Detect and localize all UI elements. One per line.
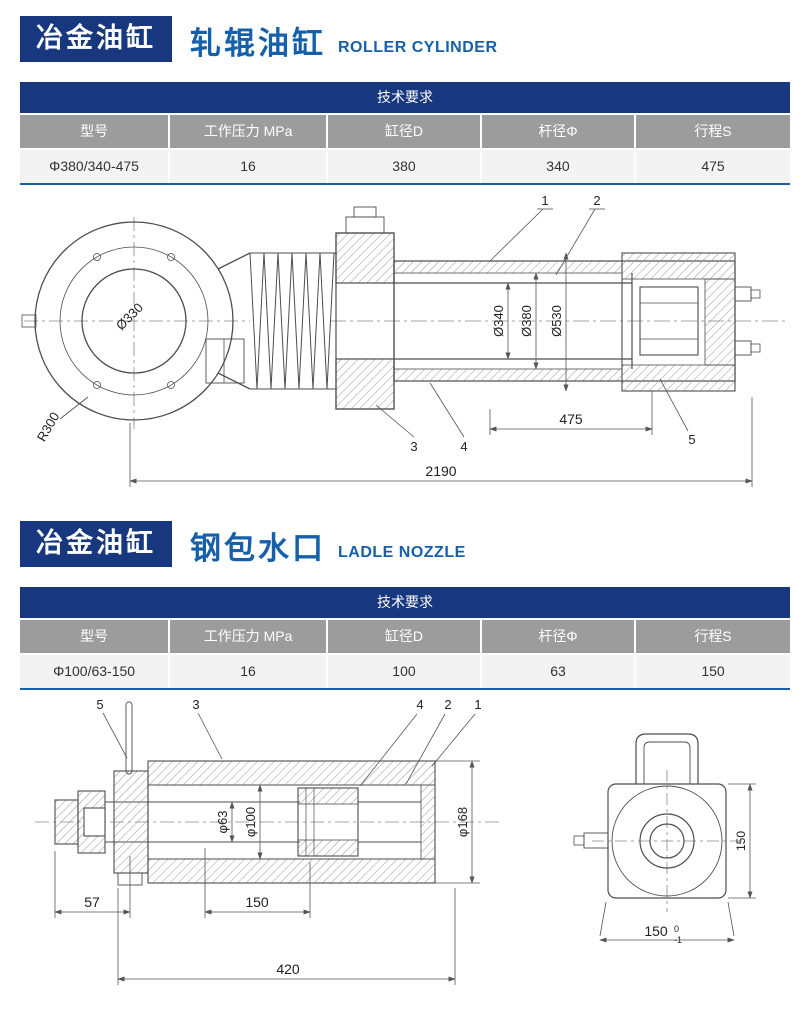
table-accent-line [20, 183, 790, 185]
dim-bore-dia: φ100 [243, 807, 258, 837]
section-header-ladle: 冶金油缸 钢包水口 LADLE NOZZLE [20, 521, 810, 567]
dim-outer-dia: Ø530 [549, 305, 564, 337]
cell-pressure: 16 [170, 655, 328, 688]
column-header-rod: 杆径Φ [481, 620, 636, 655]
callout-4: 4 [460, 439, 467, 454]
callouts: 5 3 4 2 1 [96, 697, 481, 712]
main-view [54, 701, 436, 886]
column-header-model: 型号 [20, 620, 171, 655]
cell-pressure: 16 [170, 150, 328, 183]
dim-eye-bore: Ø330 [113, 300, 146, 333]
spec-table-ladle: 技术要求 型号 工作压力 MPa 缸径D 杆径Φ 行程S Φ100/63-150… [20, 587, 790, 690]
column-header-rod: 杆径Φ [481, 115, 636, 150]
spec-table-roller: 技术要求 型号 工作压力 MPa 缸径D 杆径Φ 行程S Φ380/340-47… [20, 82, 790, 185]
callout-3: 3 [192, 697, 199, 712]
cell-rod: 340 [481, 150, 636, 183]
product-title-cn: 轧辊油缸 [190, 26, 326, 61]
callout-leaders [375, 208, 689, 438]
callout-1: 1 [474, 697, 481, 712]
dim-outer-dia: φ168 [455, 807, 470, 837]
callout-5: 5 [688, 432, 695, 447]
locking-pin [125, 701, 133, 775]
dim-left-length: 57 [84, 894, 100, 910]
dim-rod-dia: φ63 [215, 811, 230, 834]
callout-2: 2 [593, 193, 600, 208]
table-row: Φ380/340-475 16 380 340 475 [20, 150, 790, 183]
callout-3: 3 [410, 439, 417, 454]
product-title-en: ROLLER CYLINDER [338, 39, 498, 56]
dimension-lines [129, 252, 753, 487]
dimension-labels: φ63 φ100 φ168 57 150 420 150 150 0 -1 [84, 807, 748, 977]
cell-stroke: 150 [635, 655, 790, 688]
table-header-row: 型号 工作压力 MPa 缸径D 杆径Φ 行程S [20, 115, 790, 150]
ladle-nozzle-drawing: φ63 φ100 φ168 57 150 420 150 150 0 -1 5 … [35, 697, 756, 985]
callouts: 1 2 3 4 5 [410, 193, 695, 454]
callout-5: 5 [96, 697, 103, 712]
handle-inner [643, 741, 691, 784]
callout-leaders [102, 712, 476, 787]
column-header-stroke: 行程S [635, 620, 790, 655]
column-header-model: 型号 [20, 115, 171, 150]
front-gland [335, 206, 395, 410]
column-header-pressure: 工作压力 MPa [170, 620, 328, 655]
dim-overall: 2190 [425, 463, 456, 479]
column-header-stroke: 行程S [635, 115, 790, 150]
dim-side-width: 150 [644, 923, 668, 939]
column-header-pressure: 工作压力 MPa [170, 115, 328, 150]
bellows [249, 252, 336, 390]
handle-outer [635, 733, 699, 784]
callout-4: 4 [416, 697, 423, 712]
table-accent-line [20, 688, 790, 690]
cell-rod: 63 [481, 655, 636, 688]
table-title: 技术要求 [20, 587, 790, 620]
product-title-cn: 钢包水口 [190, 531, 326, 566]
dim-stroke: 150 [245, 894, 269, 910]
table-header-row: 型号 工作压力 MPa 缸径D 杆径Φ 行程S [20, 620, 790, 655]
roller-cylinder-drawing: Ø330 R300 Ø340 Ø380 Ø530 475 2190 1 2 3 … [21, 193, 788, 487]
dim-side-width-tol-upper: 0 [674, 924, 679, 934]
centerlines [24, 217, 788, 429]
dim-stroke: 475 [559, 411, 583, 427]
cell-stroke: 475 [635, 150, 790, 183]
table-row: Φ100/63-150 16 100 63 150 [20, 655, 790, 688]
dim-bore-dia: Ø380 [519, 305, 534, 337]
side-view [573, 733, 727, 899]
callout-1: 1 [541, 193, 548, 208]
column-header-bore: 缸径D [327, 115, 482, 150]
dim-side-width-tol-lower: -1 [674, 935, 682, 945]
dim-side-height: 150 [734, 831, 748, 851]
eye-mount [21, 221, 251, 421]
series-badge: 冶金油缸 [20, 16, 172, 62]
dim-eye-radius: R300 [34, 410, 63, 444]
dimension-lines [54, 760, 756, 985]
cell-bore: 380 [327, 150, 482, 183]
cell-model: Φ380/340-475 [20, 150, 171, 183]
series-badge: 冶金油缸 [20, 521, 172, 567]
dim-overall: 420 [276, 961, 300, 977]
section-header-roller: 冶金油缸 轧辊油缸 ROLLER CYLINDER [20, 16, 810, 62]
cell-model: Φ100/63-150 [20, 655, 171, 688]
product-title-en: LADLE NOZZLE [338, 544, 466, 561]
column-header-bore: 缸径D [327, 620, 482, 655]
dim-rod-dia: Ø340 [491, 305, 506, 337]
cell-bore: 100 [327, 655, 482, 688]
callout-2: 2 [444, 697, 451, 712]
table-title: 技术要求 [20, 82, 790, 115]
cylinder-head [621, 252, 761, 392]
